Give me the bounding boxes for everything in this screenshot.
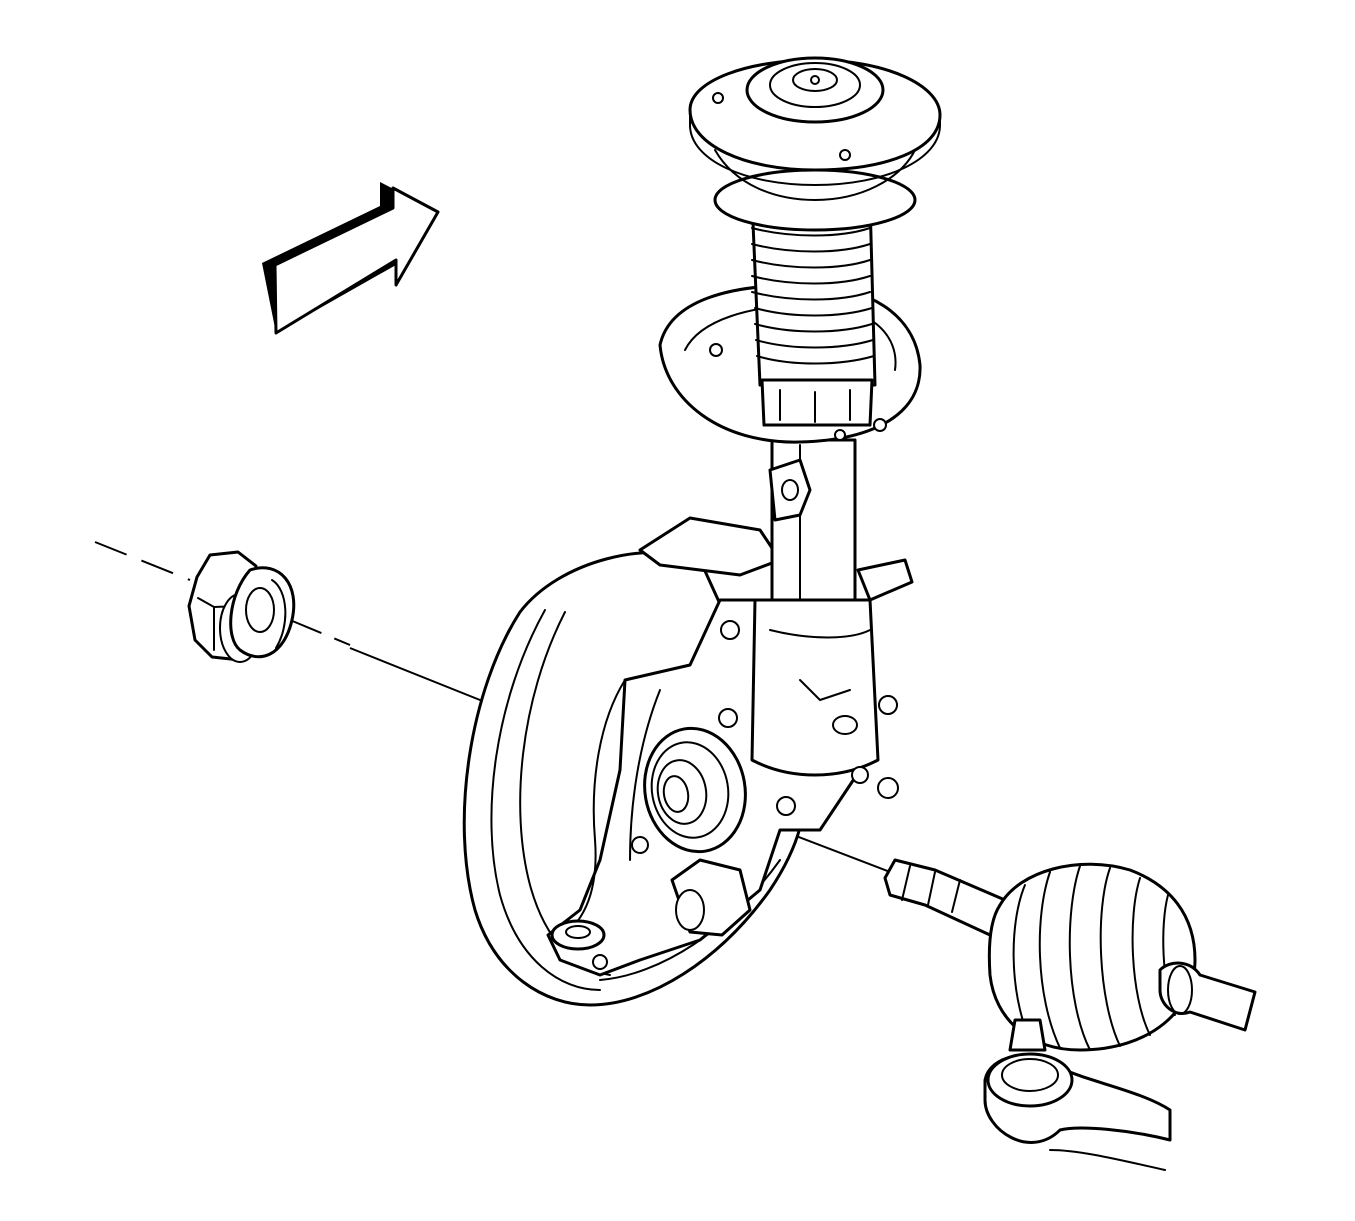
coil-spring <box>750 198 877 427</box>
strut-tube <box>750 438 914 799</box>
direction-arrow <box>262 182 440 335</box>
strut-upper-mount <box>688 56 942 232</box>
tie-rod-end <box>983 1018 1172 1171</box>
washer <box>229 566 296 659</box>
wheel-hub-bearing <box>643 726 747 854</box>
drive-axle-cv-joint <box>883 858 1257 1052</box>
